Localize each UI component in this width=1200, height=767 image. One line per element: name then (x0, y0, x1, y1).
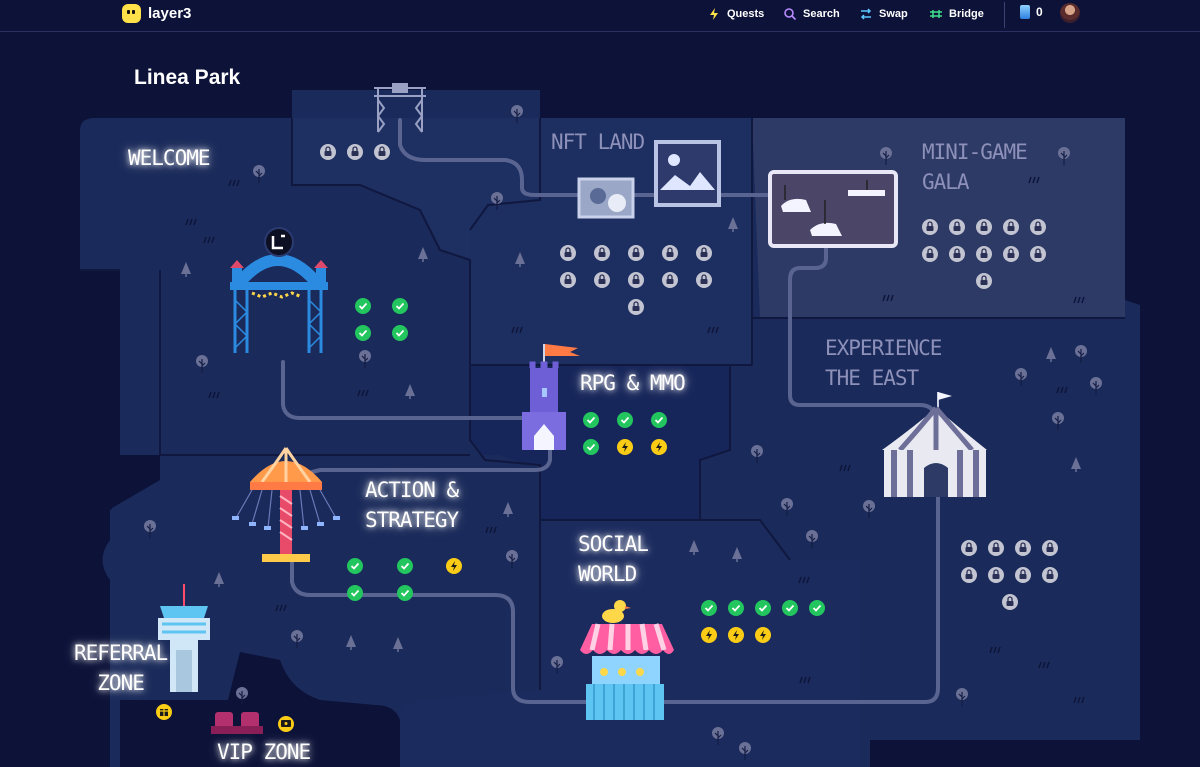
nav-search-label: Search (803, 8, 840, 20)
nav-quests[interactable]: Quests (707, 7, 764, 21)
zone-label-welcome[interactable]: WELCOME (128, 146, 211, 170)
ticket-icon[interactable] (278, 716, 294, 732)
locked-badges-entry[interactable] (319, 143, 391, 161)
user-avatar[interactable] (1060, 3, 1080, 23)
gift-icon[interactable] (156, 704, 172, 720)
lightning-icon (710, 8, 718, 20)
zone-label-rpg-mmo[interactable]: RPG & MMO (580, 371, 686, 395)
zone-label-social-world[interactable]: SOCIAL WORLD (578, 532, 649, 586)
vip-seats-icon (211, 712, 263, 734)
swap-icon (860, 8, 872, 20)
entry-gate-icon (374, 83, 426, 133)
gem-icon (1020, 5, 1030, 19)
duck-booth-icon (580, 600, 674, 720)
circus-tent-icon (882, 392, 987, 497)
nav-divider (1004, 2, 1005, 28)
nav-swap-label: Swap (879, 8, 908, 20)
nft-frames-icon (577, 140, 721, 219)
zone-label-mini-game-gala[interactable]: MINI-GAME GALA (922, 140, 1028, 194)
zone-label-experience-the-east[interactable]: EXPERIENCE THE EAST (825, 336, 942, 390)
page-title: Linea Park (134, 66, 241, 89)
nav-search[interactable]: Search (783, 7, 840, 21)
zone-label-action-strategy[interactable]: ACTION & STRATEGY (365, 478, 459, 532)
castle-tower-icon (522, 344, 580, 450)
gem-count: 0 (1036, 5, 1043, 19)
bumper-cars-icon (768, 170, 898, 248)
layer3-logo[interactable]: layer3 (122, 4, 191, 23)
top-navigation-bar: layer3 Quests Search Swap Bridge 0 (0, 0, 1200, 32)
zone-label-nft-land[interactable]: NFT LAND (551, 130, 645, 154)
zone-borders (80, 118, 1125, 690)
brand-name: layer3 (148, 5, 192, 22)
zone-label-vip-zone[interactable]: VIP ZONE (217, 740, 311, 764)
nav-quests-label: Quests (727, 8, 765, 20)
gem-balance[interactable]: 0 (1020, 5, 1043, 19)
nav-bridge-label: Bridge (949, 8, 984, 20)
nav-bridge[interactable]: Bridge (929, 7, 984, 21)
welcome-arch-icon (230, 227, 328, 353)
layer3-logo-icon (122, 4, 141, 23)
search-icon (784, 8, 797, 21)
swing-carousel-icon (232, 447, 340, 562)
park-map (80, 83, 1140, 767)
park-paths (281, 118, 940, 704)
bridge-icon (930, 10, 942, 18)
control-tower-icon (158, 584, 210, 692)
nav-swap[interactable]: Swap (859, 7, 908, 21)
zone-label-referral-zone[interactable]: REFERRAL ZONE (74, 641, 168, 695)
